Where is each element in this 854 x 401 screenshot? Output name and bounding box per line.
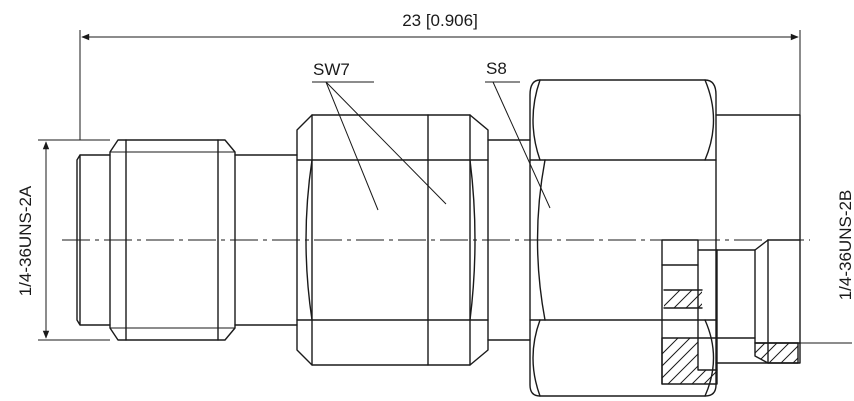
hex-body-sw7 [296, 114, 489, 366]
overall-dimension: 23 [0.906] [79, 11, 801, 140]
thread-right-label: 1/4-36UNS-2B [836, 190, 854, 301]
hex-nut-s8 [529, 79, 717, 397]
overall-dimension-label: 23 [0.906] [402, 11, 478, 30]
callout-s8: S8 [485, 59, 551, 209]
left-thread-dimension: 1/4-36UNS-2A [16, 139, 110, 341]
right-thread-dimension: 1/4-36UNS-2B [800, 190, 854, 344]
female-body-section [661, 114, 801, 385]
male-coupling [76, 139, 298, 341]
middle-neck [487, 139, 531, 341]
callout-sw7: SW7 [312, 60, 447, 211]
thread-left-label: 1/4-36UNS-2A [16, 185, 35, 296]
sw7-label: SW7 [313, 60, 350, 79]
s8-label: S8 [486, 59, 507, 78]
